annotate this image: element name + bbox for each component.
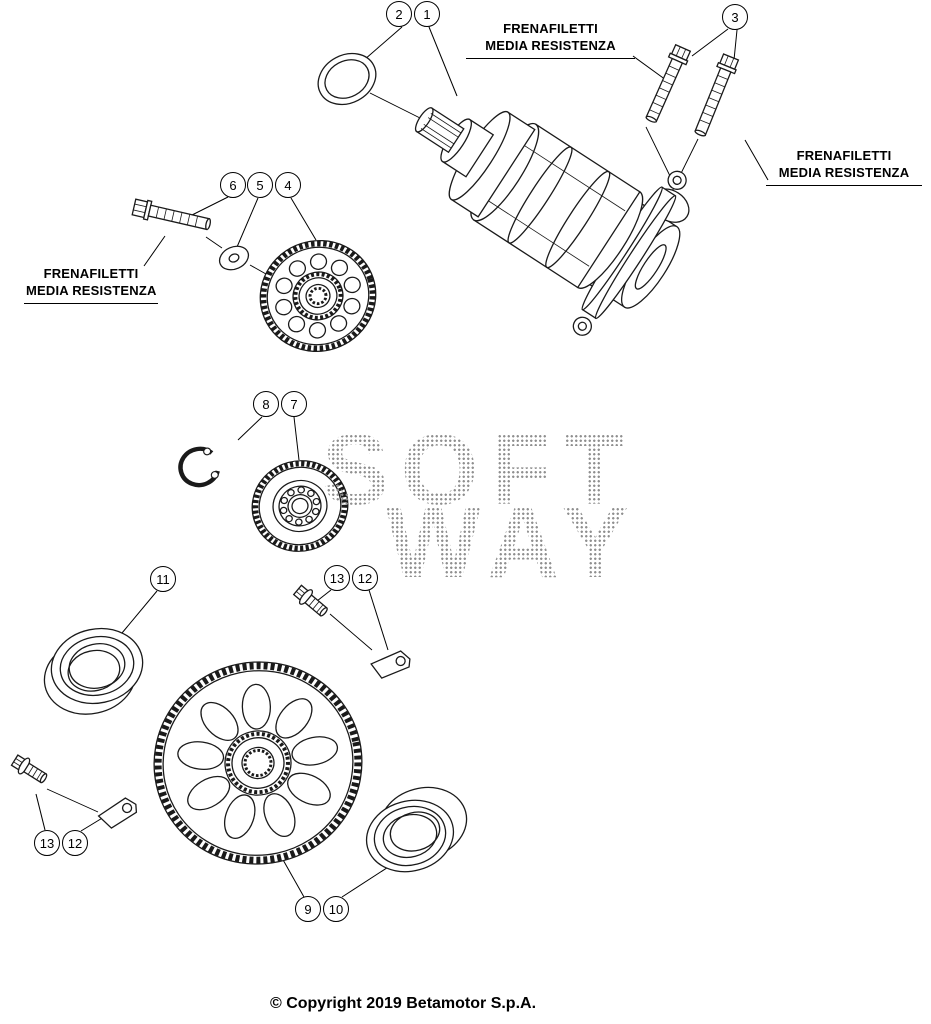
callout-7-label: 7	[290, 396, 298, 412]
callout-1[interactable]: 1	[414, 1, 440, 27]
hex-bolt	[131, 198, 212, 231]
flanged-screw	[10, 754, 48, 784]
callout-10-label: 10	[328, 901, 344, 917]
callout-5-label: 5	[256, 177, 264, 193]
callout-13-label: 13	[329, 570, 345, 586]
retainer-bracket	[97, 797, 138, 829]
callout-1-label: 1	[423, 6, 431, 22]
callout-11[interactable]: 11	[150, 566, 176, 592]
callout-2-label: 2	[395, 6, 403, 22]
splined-shaft	[414, 107, 465, 154]
callout-6-label: 6	[229, 177, 237, 193]
callout-12-upper[interactable]: 12	[352, 565, 378, 591]
one-way-bearing	[365, 786, 468, 873]
callout-13-upper[interactable]: 13	[324, 565, 350, 591]
note-line1: FRENAFILETTI	[796, 148, 892, 163]
leader-lines	[35, 26, 769, 898]
o-ring	[317, 52, 377, 106]
flange-bolt	[645, 43, 692, 123]
callout-12-label: 12	[67, 835, 83, 851]
circlip	[178, 446, 220, 488]
flange-ears	[572, 170, 687, 336]
note-line2: MEDIA RESISTENZA	[26, 282, 157, 298]
callout-3-label: 3	[731, 9, 739, 25]
callout-12-label: 12	[357, 570, 373, 586]
note-frenafiletti-right: FRENAFILETTI MEDIA RESISTENZA	[766, 148, 922, 186]
callout-8-label: 8	[262, 396, 270, 412]
callout-10[interactable]: 10	[323, 896, 349, 922]
callout-11-label: 11	[156, 571, 170, 587]
freewheel-gear	[251, 460, 349, 552]
note-line2: MEDIA RESISTENZA	[485, 37, 616, 53]
spacer-ring	[43, 627, 144, 715]
note-frenafiletti-top: FRENAFILETTI MEDIA RESISTENZA	[466, 21, 635, 59]
callout-4[interactable]: 4	[275, 172, 301, 198]
callout-13-label: 13	[39, 835, 55, 851]
callout-3[interactable]: 3	[722, 4, 748, 30]
note-line1: FRENAFILETTI	[43, 266, 139, 281]
retainer-bracket	[370, 650, 411, 679]
note-line2: MEDIA RESISTENZA	[778, 164, 910, 180]
callout-6[interactable]: 6	[220, 172, 246, 198]
washer	[218, 245, 250, 271]
callout-9[interactable]: 9	[295, 896, 321, 922]
callout-5[interactable]: 5	[247, 172, 273, 198]
flange-bolt	[694, 53, 740, 137]
starter-driven-gear	[153, 661, 363, 865]
starter-motor	[414, 107, 690, 336]
callout-7[interactable]: 7	[281, 391, 307, 417]
callout-12-lower[interactable]: 12	[62, 830, 88, 856]
callout-13-lower[interactable]: 13	[34, 830, 60, 856]
copyright-text: © Copyright 2019 Betamotor S.p.A.	[269, 995, 537, 1012]
note-line1: FRENAFILETTI	[503, 21, 598, 36]
flanged-screw	[292, 584, 328, 617]
callout-9-label: 9	[304, 901, 312, 917]
note-frenafiletti-left: FRENAFILETTI MEDIA RESISTENZA	[24, 266, 158, 304]
callout-2[interactable]: 2	[386, 1, 412, 27]
callout-4-label: 4	[284, 177, 292, 193]
callout-8[interactable]: 8	[253, 391, 279, 417]
idler-gear	[259, 239, 377, 353]
